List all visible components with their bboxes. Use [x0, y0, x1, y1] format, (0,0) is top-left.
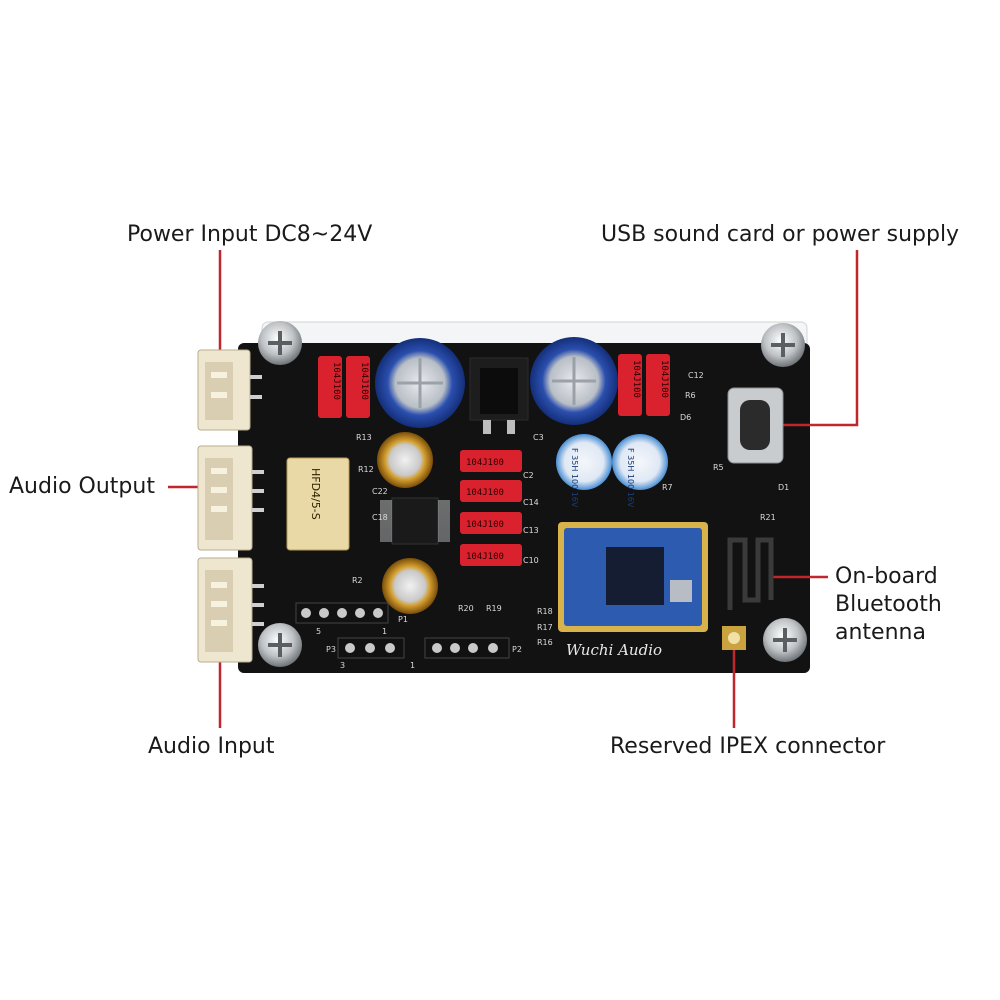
callout-audio-input: Audio Input	[148, 734, 275, 759]
silk-label: D1	[778, 483, 789, 492]
callout-power-input: Power Input DC8~24V	[127, 222, 373, 247]
callout-antenna-line-1: On-board	[835, 564, 938, 589]
small-cap-label: F 35H 100 16V	[570, 448, 579, 508]
bluetooth-antenna-trace	[727, 537, 774, 610]
connector-audio-input[interactable]	[197, 557, 264, 663]
film-caps-middle: 104J100 104J100 104J100 104J100	[460, 450, 522, 566]
pin-header-p1	[295, 602, 389, 624]
pin-header-p2	[424, 637, 510, 659]
film-cap-label: 104J100	[466, 488, 504, 498]
silk-label: R7	[662, 483, 673, 492]
mounting-screws	[258, 321, 807, 667]
callout-antenna-line-3: antenna	[835, 620, 926, 645]
silk-label: R19	[486, 604, 502, 613]
film-cap-label: 104J100	[466, 520, 504, 530]
silk-label: R5	[713, 463, 724, 472]
silk-label: R13	[356, 433, 372, 442]
film-cap-label: 104J100	[631, 360, 641, 398]
silk-label: C14	[523, 498, 539, 507]
silk-label: 5	[316, 627, 321, 636]
usb-c-port[interactable]	[727, 387, 784, 464]
silkscreen-labels: C2 C3 C12 C13 C14 C10 C18 C22 R13 R12 R2…	[316, 371, 789, 670]
relay-label: HFD4/5-S	[309, 468, 322, 520]
silk-label: R17	[537, 623, 553, 632]
callout-audio-output: Audio Output	[9, 474, 155, 499]
silk-label: R21	[760, 513, 776, 522]
leader-line-usb	[770, 250, 859, 427]
film-cap-label: 104J100	[659, 360, 669, 398]
bluetooth-module	[558, 522, 708, 632]
silk-label: R6	[685, 391, 696, 400]
ic-chip	[380, 497, 450, 545]
pin-header-p3	[337, 637, 405, 659]
silk-label: C3	[533, 433, 544, 442]
callout-antenna: On-board Bluetooth antenna	[835, 563, 942, 647]
silk-label: R2	[352, 576, 363, 585]
silk-label: D6	[680, 413, 691, 422]
relay: HFD4/5-S	[286, 457, 350, 551]
callout-ipex: Reserved IPEX connector	[610, 734, 886, 759]
board-signature: Wuchi Audio	[566, 641, 662, 659]
silk-label: C18	[372, 513, 388, 522]
callout-antenna-line-2: Bluetooth	[835, 592, 942, 617]
film-cap-label: 104J100	[466, 458, 504, 468]
silk-label: R12	[358, 465, 374, 474]
screw-top-left	[258, 321, 302, 365]
silk-label: R18	[537, 607, 553, 616]
screw-top-right	[761, 323, 805, 367]
connector-power[interactable]	[197, 349, 262, 431]
silk-label: R16	[537, 638, 553, 647]
screw-bottom-right	[763, 618, 807, 662]
callout-usb: USB sound card or power supply	[601, 222, 960, 247]
silk-label: C13	[523, 526, 539, 535]
electrolytic-cap-small-2: F 35H 100 16V	[612, 434, 668, 508]
screw-bottom-left	[258, 623, 302, 667]
film-cap-label: 104J100	[466, 552, 504, 562]
connector-audio-output[interactable]	[197, 445, 264, 551]
film-caps-top: 104J100 104J100 104J100 104J100	[318, 354, 670, 418]
silk-label: 3	[340, 661, 345, 670]
silk-label: 1	[410, 661, 415, 670]
silk-label: C10	[523, 556, 539, 565]
silk-label: P1	[398, 615, 408, 624]
silk-label: P2	[512, 645, 522, 654]
silk-label: C2	[523, 471, 534, 480]
leader-lines	[168, 250, 859, 728]
silk-label: C22	[372, 487, 388, 496]
silk-label: R20	[458, 604, 474, 613]
silk-label: P3	[326, 645, 336, 654]
film-cap-label: 104J100	[331, 362, 341, 400]
electrolytic-cap-gold-2	[382, 558, 438, 614]
electrolytic-cap-large-1	[375, 338, 465, 428]
electrolytic-cap-small-1: F 35H 100 16V	[556, 434, 612, 508]
film-cap-label: 104J100	[359, 362, 369, 400]
electrolytic-cap-large-2	[530, 337, 618, 425]
silk-label: C12	[688, 371, 704, 380]
small-cap-label: F 35H 100 16V	[626, 448, 635, 508]
silk-label: 1	[382, 627, 387, 636]
voltage-regulator	[469, 357, 529, 434]
ipex-connector[interactable]	[722, 626, 746, 650]
electrolytic-cap-gold-1	[377, 432, 433, 488]
